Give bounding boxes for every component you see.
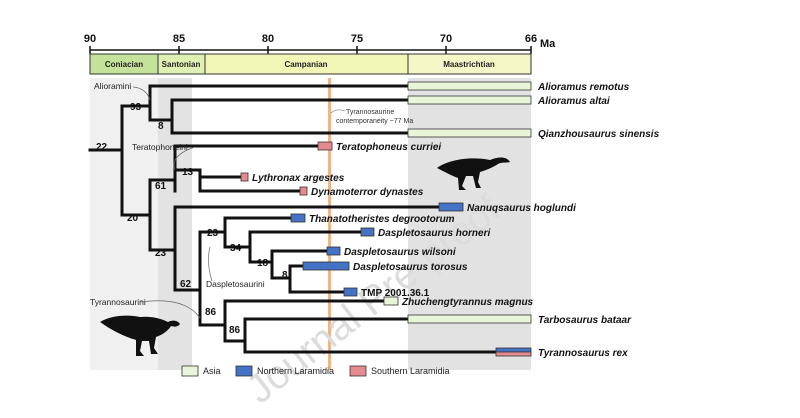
taxon-label: TMP 2001.36.1 bbox=[361, 288, 430, 299]
stage-maastrichtian bbox=[407, 53, 532, 75]
support-value: 93 bbox=[130, 102, 142, 113]
range-bar-daspletosaurus-wilsoni bbox=[326, 246, 341, 256]
stage-label-santonian: Santonian bbox=[162, 60, 201, 69]
tree-branches bbox=[88, 84, 498, 354]
legend-label-asia: Asia bbox=[203, 366, 221, 376]
support-value: 22 bbox=[96, 142, 108, 153]
clade-label-teratophoneini: Teratophoneini bbox=[132, 142, 188, 152]
taxon-label: Tarbosaurus bataar bbox=[538, 315, 632, 326]
legend-swatch-north bbox=[235, 365, 253, 377]
range-bar-daspletosaurus-torosus bbox=[302, 261, 350, 271]
taxon-label: Daspletosaurus horneri bbox=[378, 228, 490, 239]
svg-text:Tyrannosaurine: Tyrannosaurine bbox=[346, 109, 394, 116]
dinosaur-silhouette-large-icon bbox=[100, 315, 180, 356]
time-axis: 90 85 80 75 70 66 Ma bbox=[84, 33, 556, 54]
taxon-label: Dynamoterror dynastes bbox=[311, 187, 424, 198]
support-value: 62 bbox=[180, 279, 192, 290]
support-value: 13 bbox=[182, 167, 194, 178]
legend: Asia Northern Laramidia Southern Laramid… bbox=[181, 365, 450, 377]
tick-label: 80 bbox=[262, 33, 274, 45]
range-bar-nanuqsaurus bbox=[438, 202, 464, 212]
support-value: 20 bbox=[127, 213, 139, 224]
support-value: 8 bbox=[282, 270, 288, 281]
tick-label: 75 bbox=[351, 33, 363, 45]
range-bar-alioramus-remotus bbox=[407, 81, 532, 91]
axis-unit: Ma bbox=[540, 38, 556, 50]
taxon-label: Teratophoneus curriei bbox=[336, 142, 441, 153]
taxon-label: Zhuchengtyrannus magnus bbox=[401, 297, 534, 308]
tick-label: 90 bbox=[84, 33, 96, 45]
support-value: 86 bbox=[205, 307, 217, 318]
stage-label-coniacian: Coniacian bbox=[105, 60, 143, 69]
taxon-label: Thanatotheristes degrootorum bbox=[309, 214, 455, 225]
tick-label: 85 bbox=[173, 33, 185, 45]
legend-label-south: Southern Laramidia bbox=[371, 366, 450, 376]
taxon-label: Lythronax argestes bbox=[252, 173, 345, 184]
legend-swatch-asia bbox=[181, 365, 199, 377]
range-bar-alioramus-altai bbox=[407, 95, 532, 105]
legend-label-north: Northern Laramidia bbox=[257, 366, 334, 376]
taxon-label: Alioramus remotus bbox=[537, 82, 630, 93]
range-bar-daspletosaurus-horneri bbox=[360, 227, 375, 237]
range-bar-tmp bbox=[343, 287, 358, 297]
support-value: 23 bbox=[207, 228, 219, 239]
support-values: 22 93 8 61 13 20 23 23 34 18 8 62 86 86 bbox=[96, 102, 288, 336]
range-bars bbox=[240, 81, 532, 357]
clade-labels: Alioramini Teratophoneini Daspletosaurin… bbox=[90, 81, 265, 319]
range-bar-dynamoterror bbox=[299, 186, 308, 196]
range-bar-qianzhousaurus bbox=[407, 128, 532, 138]
support-value: 8 bbox=[158, 121, 164, 132]
stage-label-campanian: Campanian bbox=[284, 60, 327, 69]
support-value: 23 bbox=[155, 248, 167, 259]
range-bar-tyrannosaurus-north bbox=[495, 347, 532, 353]
stage-bar: Coniacian Santonian Campanian Maastricht… bbox=[89, 53, 532, 75]
stage-label-maastrichtian: Maastrichtian bbox=[443, 60, 495, 69]
contemporaneity-line bbox=[328, 78, 331, 370]
taxon-label: Qianzhousaurus sinensis bbox=[538, 129, 660, 140]
support-value: 86 bbox=[229, 325, 241, 336]
taxon-labels: Alioramus remotus Alioramus altai Qianzh… bbox=[252, 82, 660, 359]
svg-text:contemporaneity ~77 Ma: contemporaneity ~77 Ma bbox=[336, 118, 413, 125]
contemporaneity-note: Tyrannosaurine contemporaneity ~77 Ma bbox=[330, 109, 413, 125]
taxon-label: Daspletosaurus torosus bbox=[353, 262, 468, 273]
range-bar-lythronax bbox=[240, 172, 249, 182]
taxon-label: Tyrannosaurus rex bbox=[538, 348, 628, 359]
range-bar-zhuchengtyrannus bbox=[383, 296, 399, 306]
range-bar-tyrannosaurus-south bbox=[495, 351, 532, 357]
range-bar-thanatotheristes bbox=[290, 213, 306, 223]
dinosaur-silhouette-small-icon bbox=[437, 157, 510, 190]
support-value: 61 bbox=[155, 181, 167, 192]
legend-swatch-south bbox=[349, 365, 367, 377]
support-value: 34 bbox=[230, 243, 242, 254]
taxon-label: Alioramus altai bbox=[537, 96, 610, 107]
clade-label-daspletosaurini: Daspletosaurini bbox=[206, 279, 265, 289]
clade-label-tyrannosaurini: Tyrannosaurini bbox=[90, 297, 146, 307]
range-bar-tarbosaurus bbox=[407, 314, 532, 324]
range-bar-teratophoneus bbox=[317, 141, 333, 151]
support-value: 18 bbox=[257, 258, 269, 269]
taxon-label: Nanuqsaurus hoglundi bbox=[467, 203, 576, 214]
taxon-label: Daspletosaurus wilsoni bbox=[344, 247, 456, 258]
tick-label: 66 bbox=[525, 33, 537, 45]
clade-label-alioramini: Alioramini bbox=[94, 81, 131, 91]
tick-label: 70 bbox=[440, 33, 452, 45]
